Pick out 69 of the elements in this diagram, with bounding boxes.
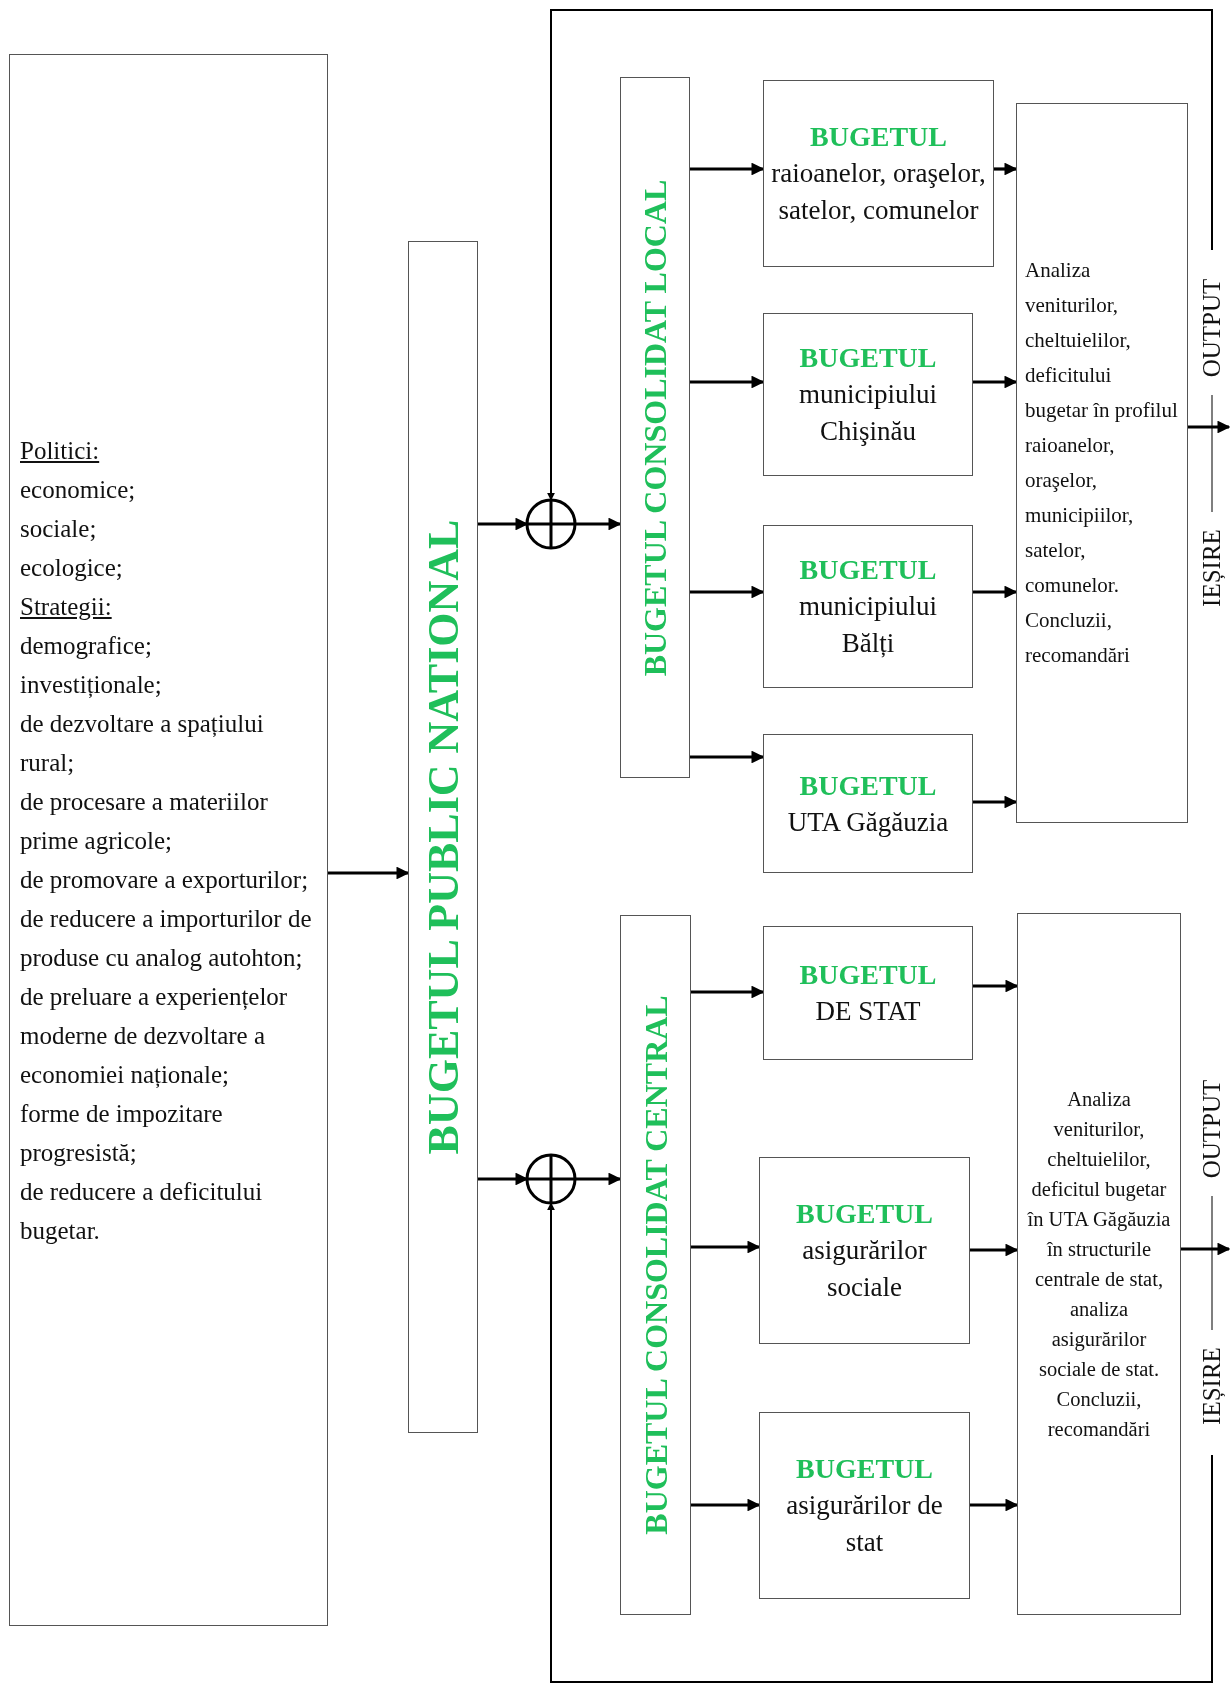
list-item: forme de impozitare progresistă;: [20, 1098, 224, 1168]
arrow: [328, 866, 410, 880]
arrow: [691, 1240, 761, 1254]
list-item: de promovare a exporturilor;: [20, 864, 310, 895]
arrow: [1188, 420, 1231, 434]
arrow: [478, 1172, 529, 1186]
national-budget-bar: [408, 241, 478, 1433]
arrow: [690, 585, 765, 599]
list-item: de reducere a deficitului bugetar.: [20, 1176, 264, 1246]
consolidated-budget-bar: [620, 77, 690, 778]
list-item: de procesare a materiilor prime agricole;: [20, 786, 269, 856]
arrow: [970, 1243, 1019, 1257]
bar-title: BUGETUL CONSOLIDAT LOCAL: [636, 179, 674, 676]
budget-heading: BUGETUL: [799, 553, 937, 587]
arrow: [690, 750, 765, 764]
budget-name: raioanelor, oraşelor, satelor, comunelor: [770, 157, 987, 227]
budget-name: asigurărilor de stat: [785, 1489, 944, 1559]
arrow: [1181, 1242, 1231, 1256]
budget-box: [763, 313, 973, 476]
budget-box: [759, 1157, 970, 1344]
list-item: demografice;: [20, 630, 153, 661]
arrow: [994, 162, 1018, 176]
list-item: sociale;: [20, 513, 98, 544]
budget-heading: BUGETUL: [799, 768, 937, 803]
budget-box: [763, 525, 973, 688]
budget-heading: BUGETUL: [799, 341, 937, 375]
arrow: [973, 979, 1019, 993]
arrow: [970, 1498, 1019, 1512]
arrow: [691, 985, 765, 999]
budget-heading: BUGETUL: [796, 1197, 933, 1231]
list-item: de preluare a experiențelor moderne de dezvoltare a economiei naționale;: [20, 981, 289, 1090]
analysis-text: Analiza veniturilor, cheltuielilor, deficitului bugetar în profilul raioanelor, oraşelor, municipiilor, satelor, comunelor. Concluzii, recomandări: [1025, 257, 1179, 669]
arrow: [690, 375, 765, 389]
arrow: [575, 517, 622, 531]
arrow: [973, 795, 1018, 809]
budget-name: UTA Găgăuzia: [787, 805, 949, 839]
arrow: [973, 375, 1018, 389]
budget-heading: BUGETUL: [810, 120, 947, 154]
list-item: investiționale;: [20, 669, 163, 700]
consolidated-budget-bar: [620, 915, 691, 1615]
arrow: [478, 517, 529, 531]
list-item: economice;: [20, 474, 137, 505]
budget-box: [763, 926, 973, 1060]
budget-name: DE STAT: [815, 995, 921, 1028]
list-item: de reducere a importurilor de produse cu analog autohton;: [20, 903, 313, 973]
budget-heading: BUGETUL: [796, 1452, 933, 1486]
arrow: [575, 1172, 622, 1186]
budget-box: [759, 1412, 970, 1599]
list-item: de dezvoltare a spațiului rural;: [20, 708, 265, 778]
policy-strategy-list-box: [9, 54, 328, 1626]
section-heading: Strategii:: [20, 591, 113, 622]
budget-box: [763, 734, 973, 873]
budget-heading: BUGETUL: [799, 958, 937, 992]
arrow: [691, 1498, 761, 1512]
arrow: [690, 162, 765, 176]
list-item: ecologice;: [20, 552, 124, 583]
feedback-arrow: [547, 1202, 1213, 1683]
feedback-arrow: [547, 9, 1213, 501]
bar-title: BUGETUL PUBLIC NATIONAL: [417, 519, 469, 1155]
budget-name: municipiului Chişinău: [798, 378, 938, 448]
analysis-box: [1017, 913, 1181, 1615]
analysis-box: [1016, 103, 1188, 823]
section-heading: Politici:: [20, 435, 101, 466]
budget-name: asigurărilor sociale: [801, 1234, 928, 1304]
analysis-text: Analiza veniturilor, cheltuielilor, deficitul bugetar în UTA Găgăuzia în structurile centrale de stat, analiza asigurărilor sociale de stat. Concluzii, recomandări: [1026, 1087, 1172, 1442]
arrow: [973, 585, 1018, 599]
budget-box: [763, 80, 994, 267]
bar-title: BUGETUL CONSOLIDAT CENTRAL: [637, 995, 674, 1535]
budget-name: municipiului Bălți: [798, 590, 938, 660]
